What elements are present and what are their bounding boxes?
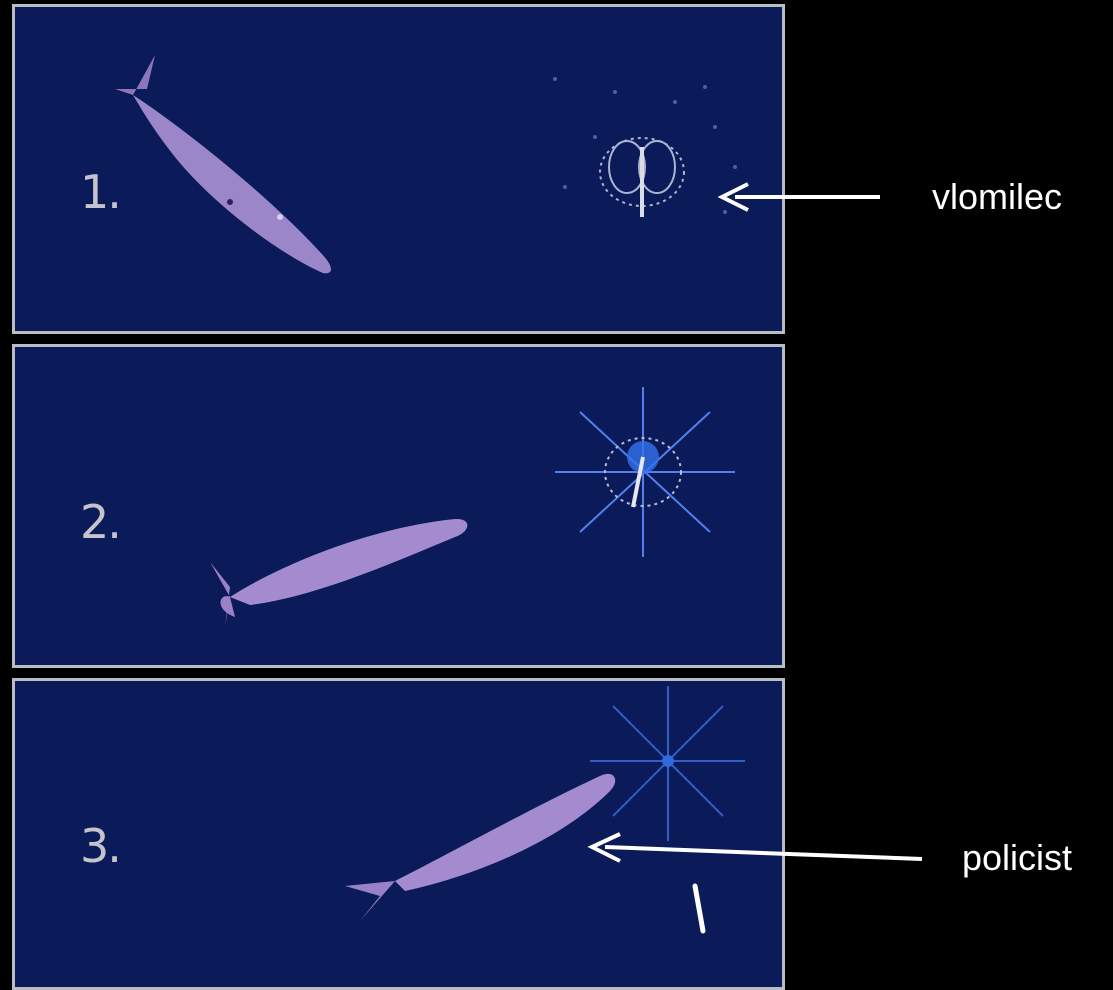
arrow-burglar [722, 184, 880, 210]
arrow-police [592, 834, 922, 861]
label-burglar: vlomilec [932, 176, 1062, 218]
label-police: policist [962, 837, 1072, 879]
